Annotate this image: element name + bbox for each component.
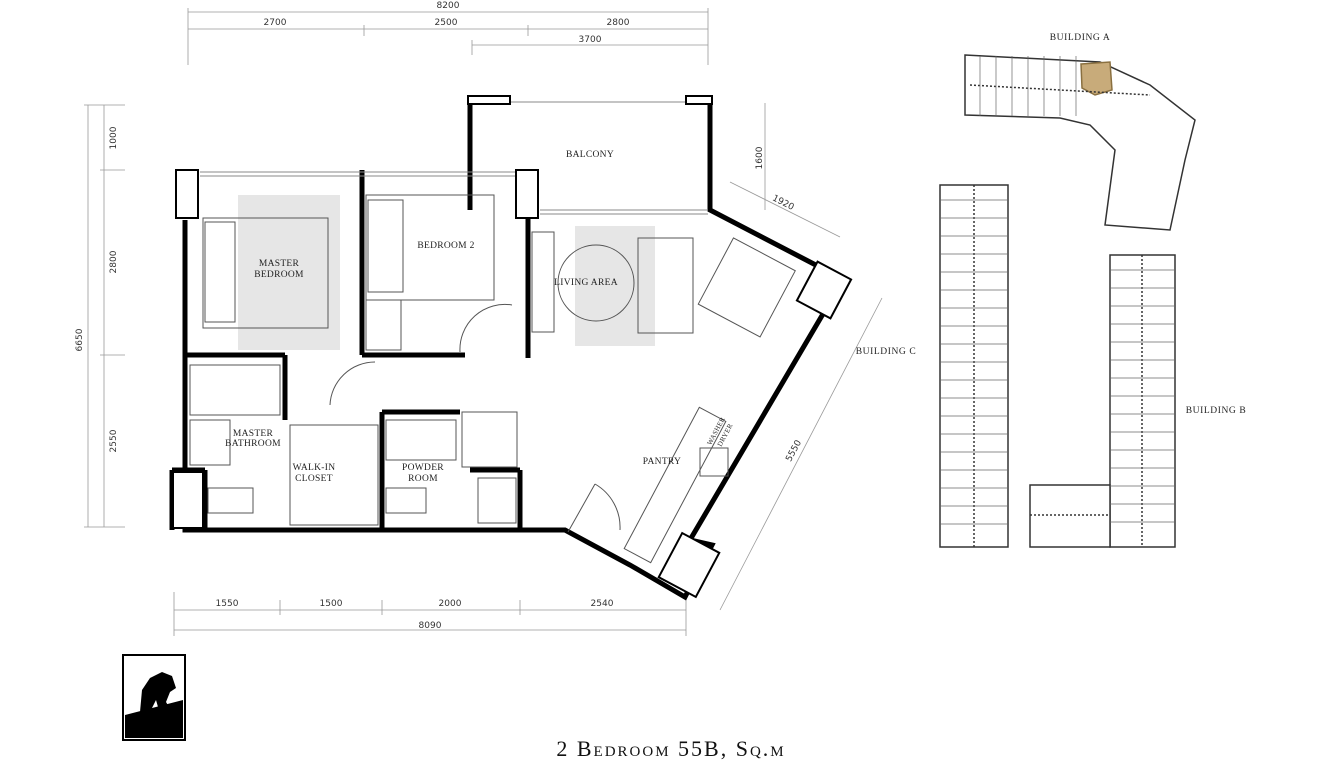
furniture (189, 194, 796, 564)
dim-balcony-depth: 1600 (755, 146, 765, 169)
dim-top-2: 2500 (435, 18, 458, 28)
highlight-unit (1080, 61, 1113, 96)
dim-top-3: 2800 (607, 18, 630, 28)
room-walkin-2: CLOSET (295, 474, 333, 484)
room-walkin-1: WALK-IN (293, 463, 336, 473)
dim-bottom-3: 2000 (439, 599, 462, 609)
left-dimensions (84, 104, 125, 528)
room-master-bath-2: BATHROOM (225, 439, 281, 449)
dim-left-2: 2800 (109, 250, 119, 273)
windows (200, 101, 708, 215)
room-living-area: LIVING AREA (554, 278, 618, 288)
right-dimensions (719, 103, 883, 611)
dim-bottom-2: 1500 (320, 599, 343, 609)
room-pantry: PANTRY (643, 457, 681, 467)
label-building-c: BUILDING C (856, 347, 917, 357)
plan-title: 2 Bedroom 55B, Sq.m (556, 736, 786, 761)
dim-left-3: 2550 (109, 429, 119, 452)
dim-top-total: 8200 (437, 1, 460, 11)
site-plan (939, 54, 1196, 548)
dim-balcony-width: 3700 (579, 35, 602, 45)
room-master-bath-1: MASTER (233, 429, 274, 439)
room-master-bedroom-2: BEDROOM (254, 270, 304, 280)
rug (238, 195, 340, 350)
dim-top-1: 2700 (264, 18, 287, 28)
dim-bottom-1: 1550 (216, 599, 239, 609)
walls (169, 97, 843, 601)
room-balcony: BALCONY (566, 150, 614, 160)
label-building-a: BUILDING A (1050, 33, 1111, 43)
room-bedroom-2: BEDROOM 2 (417, 241, 474, 251)
room-powder-1: POWDER (402, 463, 444, 473)
columns (172, 95, 853, 599)
dim-left-1: 1000 (109, 126, 119, 149)
dim-diag-short: 1920 (770, 194, 795, 213)
site-unit-lines (940, 56, 1175, 525)
dim-diag-long: 5550 (784, 438, 804, 463)
room-master-bedroom-1: MASTER (259, 259, 300, 269)
dim-left-total: 6650 (75, 328, 85, 351)
top-dimensions (187, 8, 709, 65)
lion-logo (122, 654, 186, 741)
dim-bottom-4: 2540 (591, 599, 614, 609)
label-building-b: BUILDING B (1186, 406, 1247, 416)
room-powder-2: ROOM (408, 474, 438, 484)
dim-bottom-total: 8090 (419, 621, 442, 631)
